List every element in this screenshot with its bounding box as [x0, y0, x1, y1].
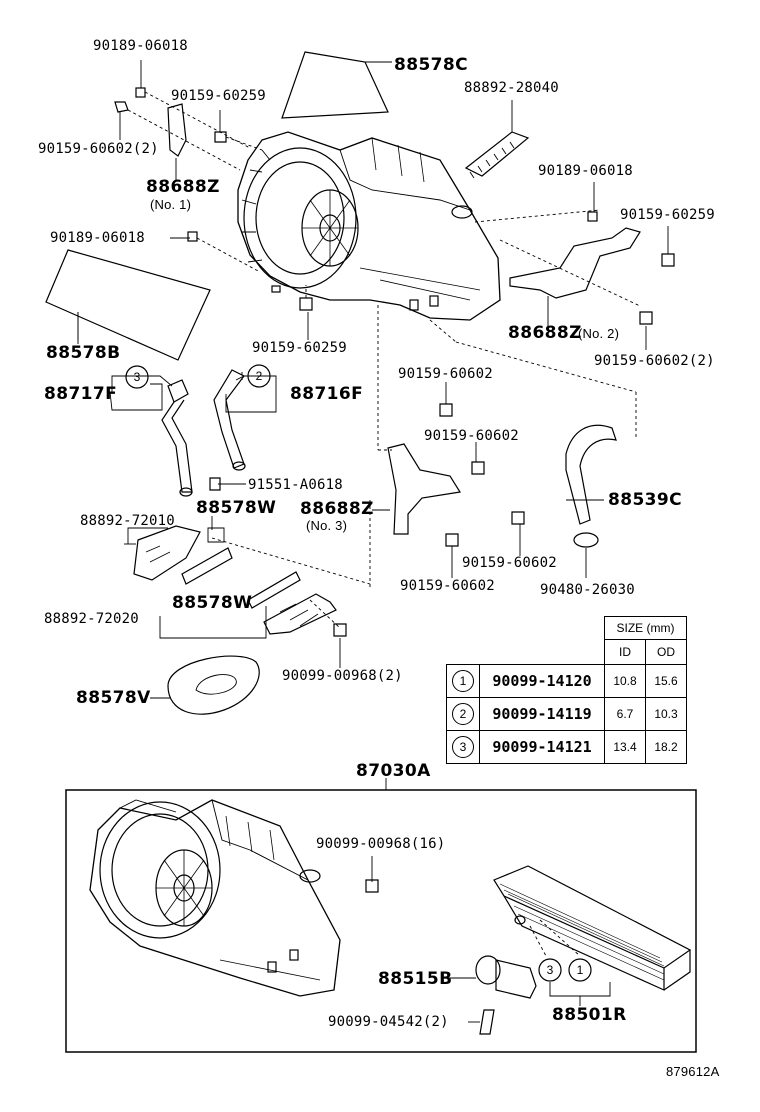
label-90159-60602-b: 90159-60602: [424, 428, 519, 444]
label-90099-04542-2: 90099-04542(2): [328, 1014, 449, 1030]
label-88688Z-no1: 88688Z: [146, 177, 220, 197]
row-part: 90099-14121: [479, 730, 605, 764]
label-88892-72020: 88892-72020: [44, 611, 139, 627]
label-90159-60259-a: 90159-60259: [171, 88, 266, 104]
hose-size-table: SIZE (mm) ID OD 1 90099-14120 10.8 15.6 …: [446, 616, 687, 764]
label-90159-60602-2-b: 90159-60602(2): [594, 353, 715, 369]
pad-88578V-shape: [167, 655, 260, 715]
expansion-valve-shape: [475, 955, 537, 999]
evaporator-shape: [493, 865, 692, 991]
row-part: 90099-14120: [479, 664, 605, 698]
label-88578W-a: 88578W: [196, 498, 277, 518]
upper-leader-lines: [127, 91, 641, 629]
label-90159-60259-b: 90159-60259: [620, 207, 715, 223]
label-88578V: 88578V: [76, 688, 151, 708]
label-no3: (No. 3): [306, 518, 348, 533]
label-no1: (No. 1): [150, 197, 192, 212]
label-no2: (No. 2): [578, 326, 620, 341]
row-od: 18.2: [645, 730, 687, 764]
screw-90099-04542: [479, 1009, 495, 1035]
diagram-id: 879612A: [666, 1064, 720, 1079]
bracket-no3-shape: [387, 403, 525, 547]
filter-88578B-shape: [45, 249, 211, 361]
label-88578W-b: 88578W: [172, 593, 253, 613]
hose-88539C-shape: [565, 424, 617, 548]
assembly-box: [65, 789, 697, 1053]
label-88688Z-no2: 88688Z: [508, 323, 582, 343]
callout-circle-88716F: [247, 364, 271, 388]
label-88716F: 88716F: [290, 384, 364, 404]
label-90099-00968-2: 90099-00968(2): [282, 668, 403, 684]
label-88688Z-no3: 88688Z: [300, 499, 374, 519]
row-od: 10.3: [645, 697, 687, 731]
table-row: 1 90099-14120 10.8 15.6: [446, 664, 687, 698]
label-88515B: 88515B: [378, 969, 453, 989]
label-88892-72010: 88892-72010: [80, 513, 175, 529]
blower-housing-assembly: [89, 799, 341, 997]
label-90099-00968-16: 90099-00968(16): [316, 836, 446, 852]
label-90159-60259-c: 90159-60259: [252, 340, 347, 356]
row-part: 90099-14119: [479, 697, 605, 731]
bracket-no1-shape: [167, 103, 187, 157]
plate-88578W-a-shape: [181, 547, 233, 585]
callout-circle-88501R-3: [538, 958, 562, 982]
row-od: 15.6: [645, 664, 687, 698]
label-88501R: 88501R: [552, 1005, 627, 1025]
filter-88578C-shape: [281, 51, 389, 119]
label-87030A: 87030A: [356, 761, 431, 781]
row-ref-circle: 1: [452, 670, 474, 692]
row-id: 13.4: [604, 730, 646, 764]
duct-88716F-shape: [213, 369, 246, 471]
label-90189-06018-b: 90189-06018: [538, 163, 633, 179]
row-ref-circle: 3: [452, 736, 474, 758]
bracket-88892-28040-shape: [464, 131, 530, 179]
leader-lines: [77, 60, 669, 1023]
callout-circle-88501R-1: [568, 958, 592, 982]
label-88717F: 88717F: [44, 384, 118, 404]
row-ref-circle: 2: [452, 703, 474, 725]
label-90159-60602-2-a: 90159-60602(2): [38, 141, 159, 157]
callout-88501R-1: 1: [577, 963, 584, 977]
table-row: 2 90099-14119 6.7 10.3: [446, 697, 687, 731]
label-90189-06018-a: 90189-06018: [93, 38, 188, 54]
fasteners-upper-left: [114, 87, 313, 311]
duct-88717F-shape: [161, 379, 193, 497]
size-table-col-od: OD: [645, 639, 687, 665]
callout-88717F: 3: [134, 370, 141, 384]
callout-circle-88717F: [125, 365, 149, 389]
size-table-col-id: ID: [604, 639, 646, 665]
bracket-88892-72020-shape: [247, 571, 347, 637]
label-88578B: 88578B: [46, 343, 121, 363]
label-88892-28040: 88892-28040: [464, 80, 559, 96]
label-90159-60602-a: 90159-60602: [398, 366, 493, 382]
table-row: 3 90099-14121 13.4 18.2: [446, 730, 687, 764]
blower-housing-upper: [237, 131, 501, 321]
label-90159-60602-c: 90159-60602: [462, 555, 557, 571]
bracket-no2-shape: [509, 211, 675, 325]
screw-90099-00968: [365, 879, 379, 893]
row-id: 6.7: [604, 697, 646, 731]
label-88539C: 88539C: [608, 490, 683, 510]
size-table-header: SIZE (mm): [604, 616, 687, 640]
bracket-88892-72010-shape: [133, 525, 201, 581]
callout-88501R-3: 3: [547, 963, 554, 977]
label-91551-A0618: 91551-A0618: [248, 477, 343, 493]
label-90189-06018-c: 90189-06018: [50, 230, 145, 246]
label-88578C: 88578C: [394, 55, 469, 75]
screw-91551: [209, 477, 221, 491]
label-90159-60602-d: 90159-60602: [400, 578, 495, 594]
row-id: 10.8: [604, 664, 646, 698]
label-90480-26030: 90480-26030: [540, 582, 635, 598]
callout-88716F: 2: [256, 369, 263, 383]
